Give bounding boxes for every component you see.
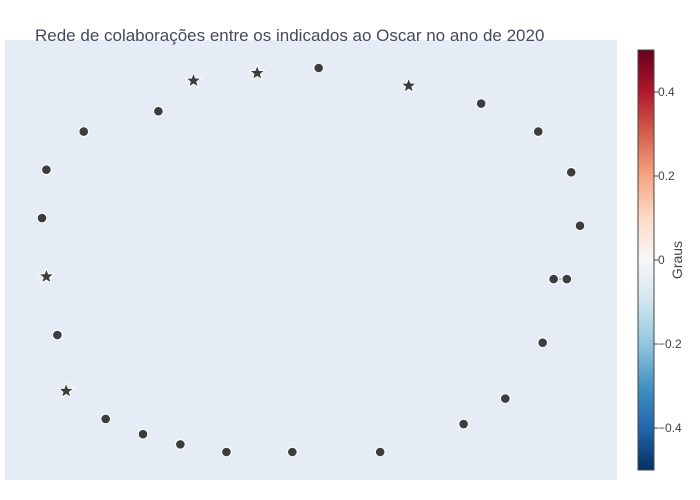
- colorbar-gradient: [637, 49, 655, 471]
- node-star-1[interactable]: [399, 76, 418, 94]
- node-star-19[interactable]: [37, 267, 56, 285]
- node-22[interactable]: [78, 126, 90, 137]
- node-star-17[interactable]: [57, 381, 76, 399]
- node-11[interactable]: [374, 446, 386, 458]
- node-0[interactable]: [313, 62, 324, 74]
- node-18[interactable]: [52, 329, 63, 341]
- node-9[interactable]: [500, 393, 511, 404]
- node-15[interactable]: [137, 428, 149, 440]
- node-21[interactable]: [41, 164, 52, 176]
- node-2[interactable]: [475, 98, 487, 109]
- colorbar: −0.4 −0.2 0 0.2 0.4 Graus: [637, 49, 685, 471]
- node-3[interactable]: [532, 126, 544, 137]
- nodes-layer: [36, 62, 586, 458]
- plot-background: [5, 40, 617, 480]
- node-20[interactable]: [36, 212, 48, 224]
- node-12[interactable]: [287, 446, 298, 458]
- node-star-24[interactable]: [184, 71, 203, 89]
- colorbar-tick-label-4: 0.4: [658, 85, 675, 99]
- colorbar-ticks: −0.4 −0.2 0 0.2 0.4: [654, 85, 682, 435]
- node-7[interactable]: [548, 273, 559, 285]
- node-8[interactable]: [537, 337, 548, 348]
- chart-title: Rede de colaborações entre os indicados …: [35, 26, 544, 45]
- node-star-25[interactable]: [248, 63, 267, 81]
- node-6[interactable]: [561, 273, 573, 285]
- colorbar-tick-label-2: 0: [658, 253, 665, 267]
- node-4[interactable]: [565, 166, 577, 178]
- colorbar-title: Graus: [669, 241, 685, 279]
- colorbar-tick-label-1: −0.2: [658, 337, 682, 351]
- node-23[interactable]: [153, 105, 164, 117]
- colorbar-tick-label-3: 0.2: [658, 169, 675, 183]
- colorbar-tick-label-0: −0.4: [658, 421, 682, 435]
- node-10[interactable]: [458, 418, 469, 430]
- node-14[interactable]: [175, 439, 186, 450]
- node-5[interactable]: [574, 220, 586, 231]
- node-13[interactable]: [221, 446, 232, 458]
- node-16[interactable]: [100, 413, 111, 425]
